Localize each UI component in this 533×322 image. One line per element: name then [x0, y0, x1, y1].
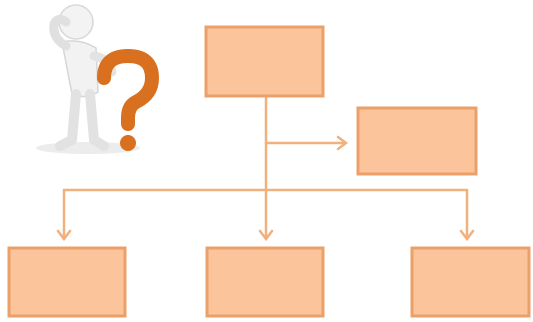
box-child-right — [410, 246, 531, 318]
connectors — [56, 94, 475, 242]
question-mark-icon — [97, 49, 159, 151]
diagram-boxes — [7, 25, 531, 318]
arrowhead-right — [459, 229, 475, 242]
arrowhead-side — [336, 135, 349, 151]
arrowhead-middle — [258, 229, 274, 242]
box-top — [204, 25, 325, 98]
box-child-left — [7, 246, 127, 318]
box-child-middle — [205, 246, 325, 318]
arrowhead-left — [56, 229, 72, 242]
thinking-person-icon — [36, 4, 140, 154]
box-side — [356, 106, 478, 176]
